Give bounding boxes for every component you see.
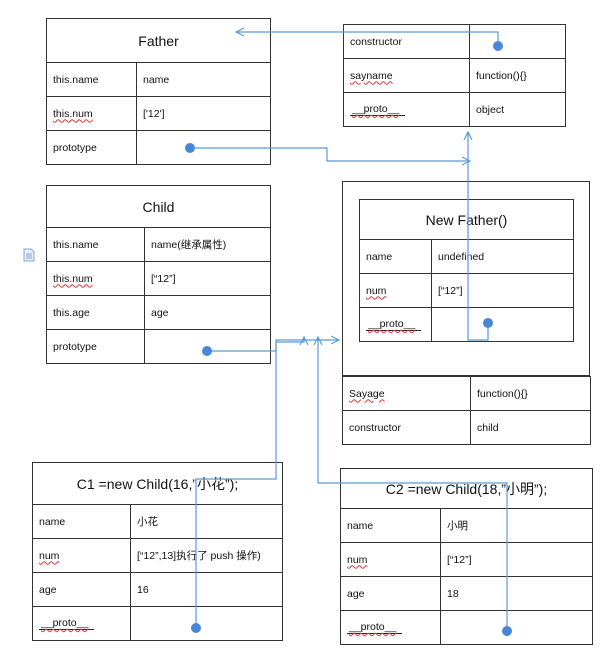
father-table: Father this.name name this.num ['12'] pr… [46,18,271,165]
link-father-prototype-to-object [190,147,470,161]
child-key-prototype: prototype [46,329,145,364]
child-title: Child [46,185,271,228]
cproto-val-sayage: function(){} [470,376,591,411]
c2-title: C2 =new Child(18,”小明”); [340,468,593,509]
link-c2-proto-to-child-prototype [318,337,508,631]
nf-key-name: name [359,239,432,274]
dot-newfather-proto [483,318,493,328]
new-father-table: New Father() name undefined num [“12”] _… [359,199,574,342]
child-val-age: age [144,295,271,330]
father-key-name: this.name [46,62,137,97]
fproto-val-proto: object [469,92,566,127]
child-table: Child this.name name(继承属性) this.num [“12… [46,185,271,364]
dot-constructor [493,41,503,51]
c1-val-num: [“12”,13]执行了 push 操作) [130,538,283,573]
c2-val-num: [“12”] [440,542,593,577]
child-key-age: this.age [46,295,145,330]
c2-key-name: name [340,508,441,543]
cproto-key-constructor: constructor [342,410,471,445]
c1-key-name: name [32,504,131,539]
nf-val-proto [431,307,574,342]
father-prototype-table: constructor sayname function(){} __proto… [343,24,566,127]
father-title: Father [46,18,271,63]
dot-father-prototype [185,143,195,153]
child-prototype-table: Sayage function(){} constructor child [342,376,591,445]
link-constructor-to-father [236,32,499,46]
link-child-prototype-to-object [207,340,339,352]
c1-title: C1 =new Child(16,”小花”); [32,462,283,505]
document-icon [23,248,35,262]
dot-c1-proto [191,623,201,633]
c1-key-proto: __proto__ [32,606,131,641]
nf-val-name: undefined [431,239,574,274]
fproto-val-sayname: function(){} [469,58,566,93]
fproto-key-sayname: sayname [343,58,470,93]
c1-key-age: age [32,572,131,607]
father-key-prototype: prototype [46,130,137,165]
fproto-val-constructor [469,24,566,59]
c2-table: C2 =new Child(18,”小明”); name 小明 num [“12… [340,468,593,645]
child-val-name: name(继承属性) [144,227,271,262]
cproto-key-sayage: Sayage [342,376,471,411]
dot-c2-proto [502,626,512,636]
c1-key-num: num [32,538,131,573]
father-val-num: ['12'] [136,96,271,131]
child-key-name: this.name [46,227,145,262]
link-c1-proto-to-child-prototype [195,337,304,628]
c1-table: C1 =new Child(16,”小花”); name 小花 num [“12… [32,462,283,641]
father-val-name: name [136,62,271,97]
cproto-val-constructor: child [470,410,591,445]
c1-val-proto [130,606,283,641]
c2-key-proto: __proto__ [340,610,441,645]
fproto-key-proto: __proto__ [343,92,470,127]
c2-val-proto [440,610,593,645]
dot-child-prototype [202,346,212,356]
new-father-title: New Father() [359,199,574,240]
link-newfather-proto-to-object [468,132,489,341]
